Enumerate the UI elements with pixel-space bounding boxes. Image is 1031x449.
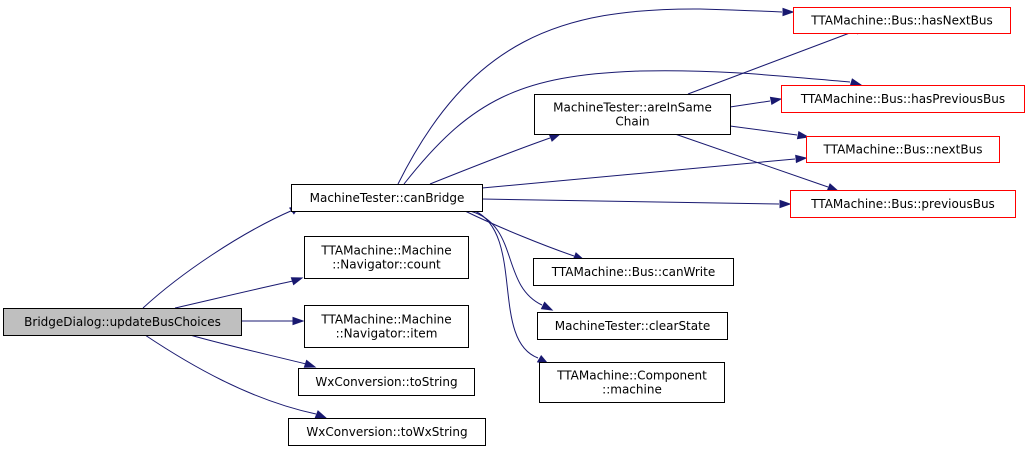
node-previousBus[interactable]: TTAMachine::Bus::previousBus — [790, 190, 1016, 218]
node-box[interactable] — [793, 7, 1011, 34]
edge-canBridge-to-canWrite — [464, 210, 586, 261]
edge-line — [144, 334, 317, 415]
node-navItem[interactable]: TTAMachine::Machine::Navigator::item — [304, 305, 469, 348]
arrowhead — [779, 199, 792, 209]
edge-line — [481, 198, 780, 205]
arrowhead — [849, 78, 863, 87]
arrowhead — [540, 301, 554, 311]
edge-canBridge-to-hasNextBus — [397, 7, 795, 185]
node-label: TTAMachine::Machine — [320, 313, 451, 327]
node-box[interactable] — [288, 418, 486, 446]
arrowhead — [548, 133, 562, 142]
arrowhead — [290, 277, 304, 286]
edge-canBridge-to-hasPreviousBus — [403, 70, 863, 185]
node-label: ::machine — [602, 383, 662, 397]
node-updateBusChoices[interactable]: BridgeDialog::updateBusChoices — [3, 308, 242, 336]
node-label: TTAMachine::Bus::nextBus — [823, 143, 983, 157]
edge-areInSameChain-to-hasNextBus — [687, 26, 868, 95]
edge-updateBusChoices-to-canBridge — [142, 204, 302, 309]
node-box[interactable] — [806, 136, 1000, 163]
edge-line — [429, 137, 551, 185]
node-box[interactable] — [3, 308, 242, 336]
edge-areInSameChain-to-previousBus — [674, 133, 840, 192]
node-canBridge[interactable]: MachineTester::canBridge — [291, 184, 483, 212]
node-label: WxConversion::toWxString — [306, 425, 467, 439]
edge-line — [403, 70, 851, 185]
edge-updateBusChoices-to-toWxString — [144, 334, 328, 419]
node-box[interactable] — [781, 85, 1025, 113]
node-canWrite[interactable]: TTAMachine::Bus::canWrite — [533, 258, 734, 286]
node-label: MachineTester::clearState — [555, 319, 710, 333]
edge-updateBusChoices-to-navItem — [241, 316, 305, 326]
node-label: MachineTester::areInSame — [553, 101, 712, 115]
arrowhead — [303, 359, 317, 368]
node-label: TTAMachine::Bus::hasPreviousBus — [800, 92, 1005, 106]
node-box[interactable] — [304, 236, 469, 279]
edge-line — [189, 334, 307, 365]
edge-line — [174, 280, 294, 309]
node-clearState[interactable]: MachineTester::clearState — [537, 312, 728, 340]
edge-line — [687, 30, 856, 95]
node-box[interactable] — [539, 362, 725, 403]
arrowhead — [314, 410, 328, 419]
node-label: Chain — [615, 115, 649, 129]
edge-line — [397, 8, 783, 185]
arrowhead — [795, 154, 808, 164]
arrowhead — [796, 131, 810, 140]
node-label: TTAMachine::Bus::previousBus — [810, 197, 995, 211]
edge-canBridge-to-compMachine — [474, 210, 550, 365]
node-layer: BridgeDialog::updateBusChoices MachineTes… — [3, 7, 1025, 446]
node-label: TTAMachine::Bus::hasNextBus — [810, 14, 992, 28]
node-label: BridgeDialog::updateBusChoices — [24, 315, 221, 329]
arrowhead — [769, 96, 783, 105]
node-label: TTAMachine::Component — [556, 369, 707, 383]
edge-layer — [142, 7, 868, 419]
node-label: MachineTester::canBridge — [310, 191, 465, 205]
edge-canBridge-to-nextBus — [481, 154, 808, 189]
node-navCount[interactable]: TTAMachine::Machine::Navigator::count — [304, 236, 469, 279]
edge-line — [469, 210, 543, 306]
node-compMachine[interactable]: TTAMachine::Component::machine — [539, 362, 725, 403]
arrowhead — [782, 7, 795, 17]
node-box[interactable] — [790, 190, 1016, 218]
arrowhead — [826, 183, 840, 192]
edge-line — [729, 100, 771, 108]
edge-line — [729, 125, 798, 136]
edge-areInSameChain-to-hasPreviousBus — [729, 96, 783, 108]
node-box[interactable] — [304, 305, 469, 348]
edge-line — [464, 210, 575, 257]
edge-canBridge-to-previousBus — [481, 198, 792, 209]
edge-line — [142, 209, 294, 309]
edge-line — [474, 210, 539, 359]
node-box[interactable] — [537, 312, 728, 340]
node-hasPreviousBus[interactable]: TTAMachine::Bus::hasPreviousBus — [781, 85, 1025, 113]
edge-canBridge-to-areInSameChain — [429, 133, 562, 185]
edge-updateBusChoices-to-toString — [189, 334, 317, 368]
node-label: TTAMachine::Machine — [320, 244, 451, 258]
node-nextBus[interactable]: TTAMachine::Bus::nextBus — [806, 136, 1000, 163]
node-toWxString[interactable]: WxConversion::toWxString — [288, 418, 486, 446]
edge-line — [481, 158, 796, 189]
node-box[interactable] — [291, 184, 483, 212]
node-label: TTAMachine::Bus::canWrite — [551, 265, 715, 279]
node-label: ::Navigator::item — [336, 327, 438, 341]
node-box[interactable] — [298, 368, 475, 396]
node-toString[interactable]: WxConversion::toString — [298, 368, 475, 396]
edge-updateBusChoices-to-navCount — [174, 277, 304, 309]
node-box[interactable] — [533, 258, 734, 286]
node-label: WxConversion::toString — [315, 375, 457, 389]
node-label: ::Navigator::count — [332, 258, 441, 272]
edge-areInSameChain-to-nextBus — [729, 125, 810, 140]
arrowhead — [292, 316, 305, 326]
edge-line — [674, 133, 829, 188]
node-hasNextBus[interactable]: TTAMachine::Bus::hasNextBus — [793, 7, 1011, 34]
node-box[interactable] — [534, 94, 731, 135]
